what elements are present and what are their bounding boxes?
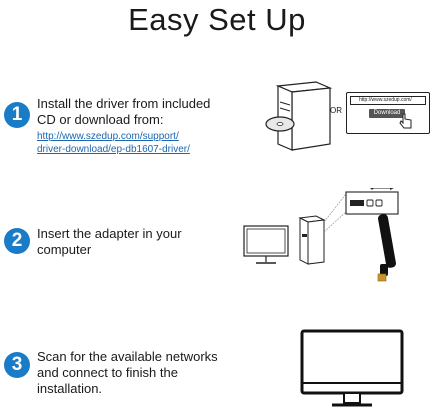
cursor-hand-icon	[399, 113, 412, 129]
step-1-badge: 1	[4, 102, 30, 128]
wifi-antenna-icon	[377, 214, 396, 282]
step-3-line-3: installation.	[37, 381, 103, 396]
step-3-line-1: Scan for the available networks	[37, 349, 218, 364]
download-button[interactable]: Download	[369, 109, 405, 118]
step-2-line-2: computer	[37, 242, 92, 257]
or-label: OR	[330, 106, 342, 115]
step-2-line-1: Insert the adapter in your	[37, 226, 182, 241]
page-title: Easy Set Up	[128, 2, 306, 37]
step-3-badge: 3	[4, 352, 30, 378]
step-2-text: Insert the adapter in your computer	[37, 226, 237, 258]
computer-with-adapter-illustration	[243, 188, 399, 282]
browser-window: http://www.szedup.com/ Download	[346, 92, 430, 134]
browser-address-bar: http://www.szedup.com/	[350, 96, 426, 105]
cd-icon	[265, 116, 295, 132]
usb-icon	[370, 188, 394, 190]
driver-link-line-2[interactable]: driver-download/ep-db1607-driver/	[37, 144, 190, 155]
step-1-line-1: Install the driver from included	[37, 96, 211, 111]
step-1-line-2: CD or download from:	[37, 112, 164, 127]
step-1-text: Install the driver from included CD or d…	[37, 96, 237, 156]
step-3-line-2: and connect to finish the	[37, 365, 178, 380]
step-3-text: Scan for the available networks and conn…	[37, 349, 237, 397]
browser-url: http://www.szedup.com/	[359, 97, 412, 103]
driver-link-line-1[interactable]: http://www.szedup.com/support/	[37, 131, 179, 142]
pc-tower-cd-illustration	[265, 81, 333, 151]
step-2-badge: 2	[4, 228, 30, 254]
monitor-icon	[300, 329, 404, 407]
